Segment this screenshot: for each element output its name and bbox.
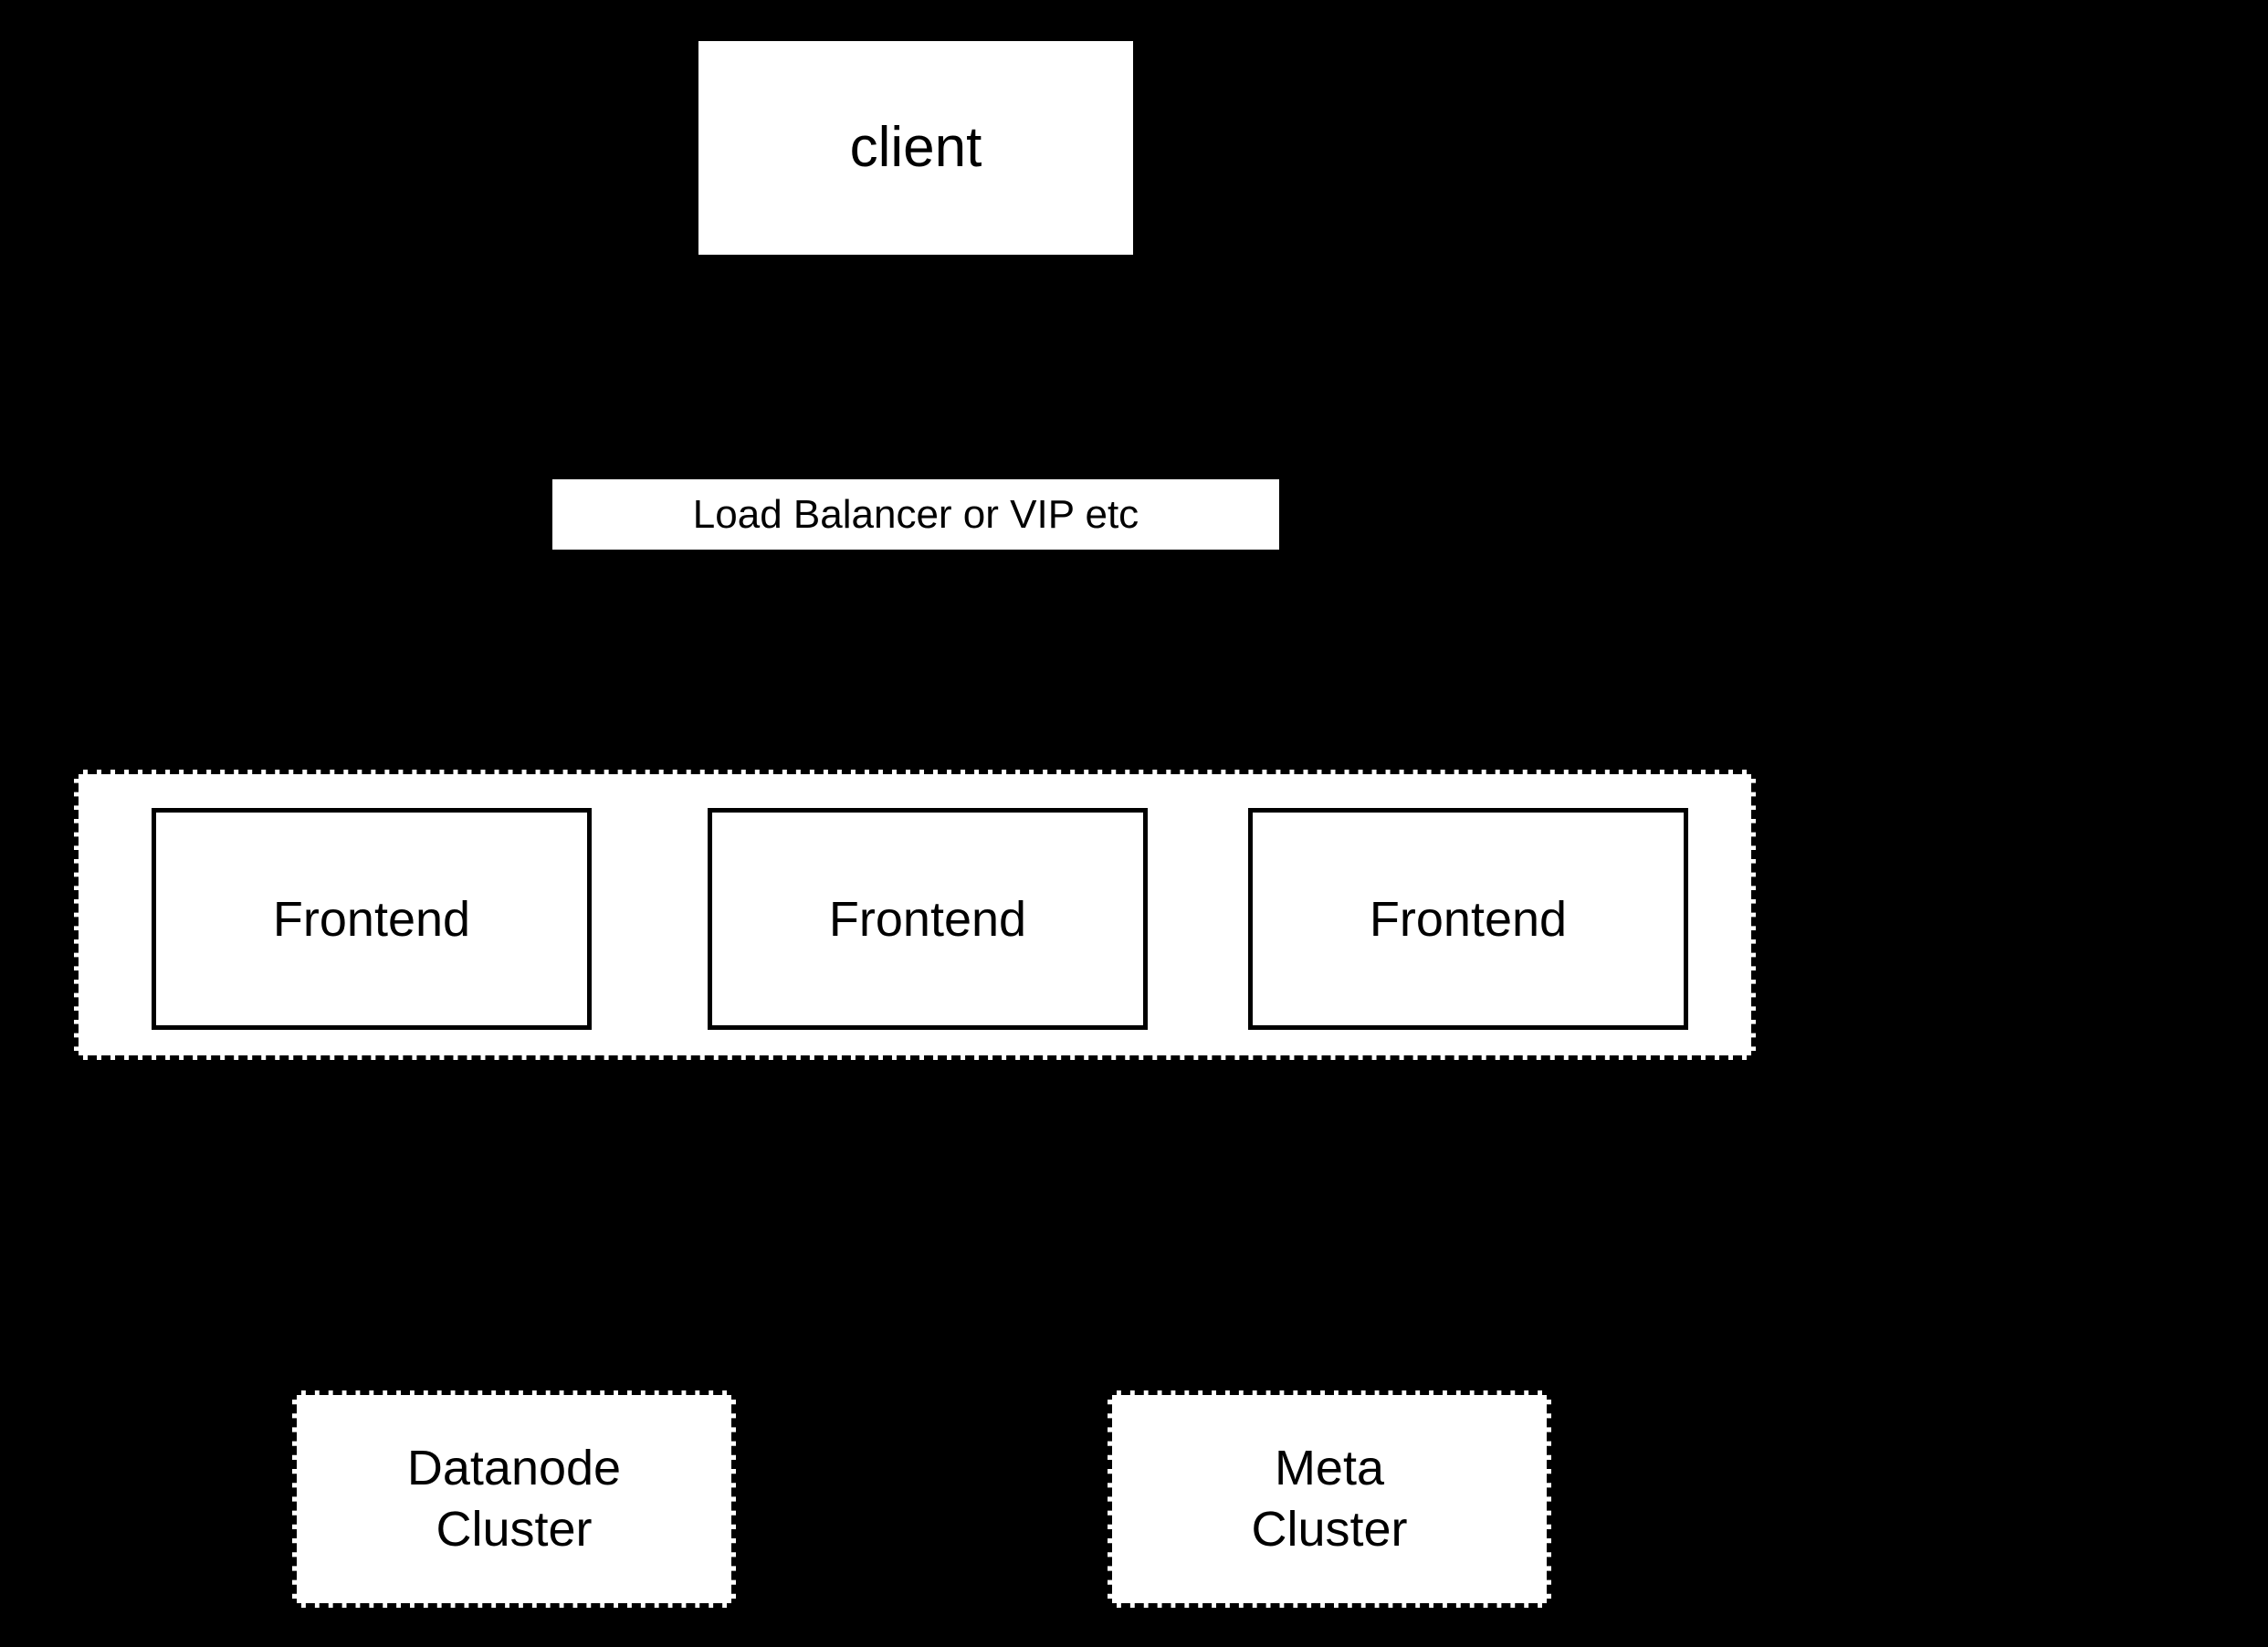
node-client-label: client [849,116,982,180]
node-frontend-1[interactable]: Frontend [152,808,592,1030]
node-meta-cluster[interactable]: Meta Cluster [1108,1390,1551,1608]
node-frontend-3[interactable]: Frontend [1248,808,1688,1030]
node-load-balancer-label: Load Balancer or VIP etc [692,491,1139,537]
node-frontend-1-label: Frontend [272,891,471,947]
node-datanode-cluster[interactable]: Datanode Cluster [292,1390,736,1608]
node-frontend-3-label: Frontend [1369,891,1568,947]
node-datanode-cluster-label: Datanode Cluster [406,1440,622,1558]
node-client[interactable]: client [698,41,1133,255]
node-meta-cluster-label: Meta Cluster [1251,1440,1408,1558]
node-frontend-2-label: Frontend [828,891,1027,947]
node-frontend-2[interactable]: Frontend [708,808,1148,1030]
node-load-balancer[interactable]: Load Balancer or VIP etc [552,479,1279,550]
node-frontend-cluster[interactable]: Frontend Frontend Frontend [74,770,1756,1060]
